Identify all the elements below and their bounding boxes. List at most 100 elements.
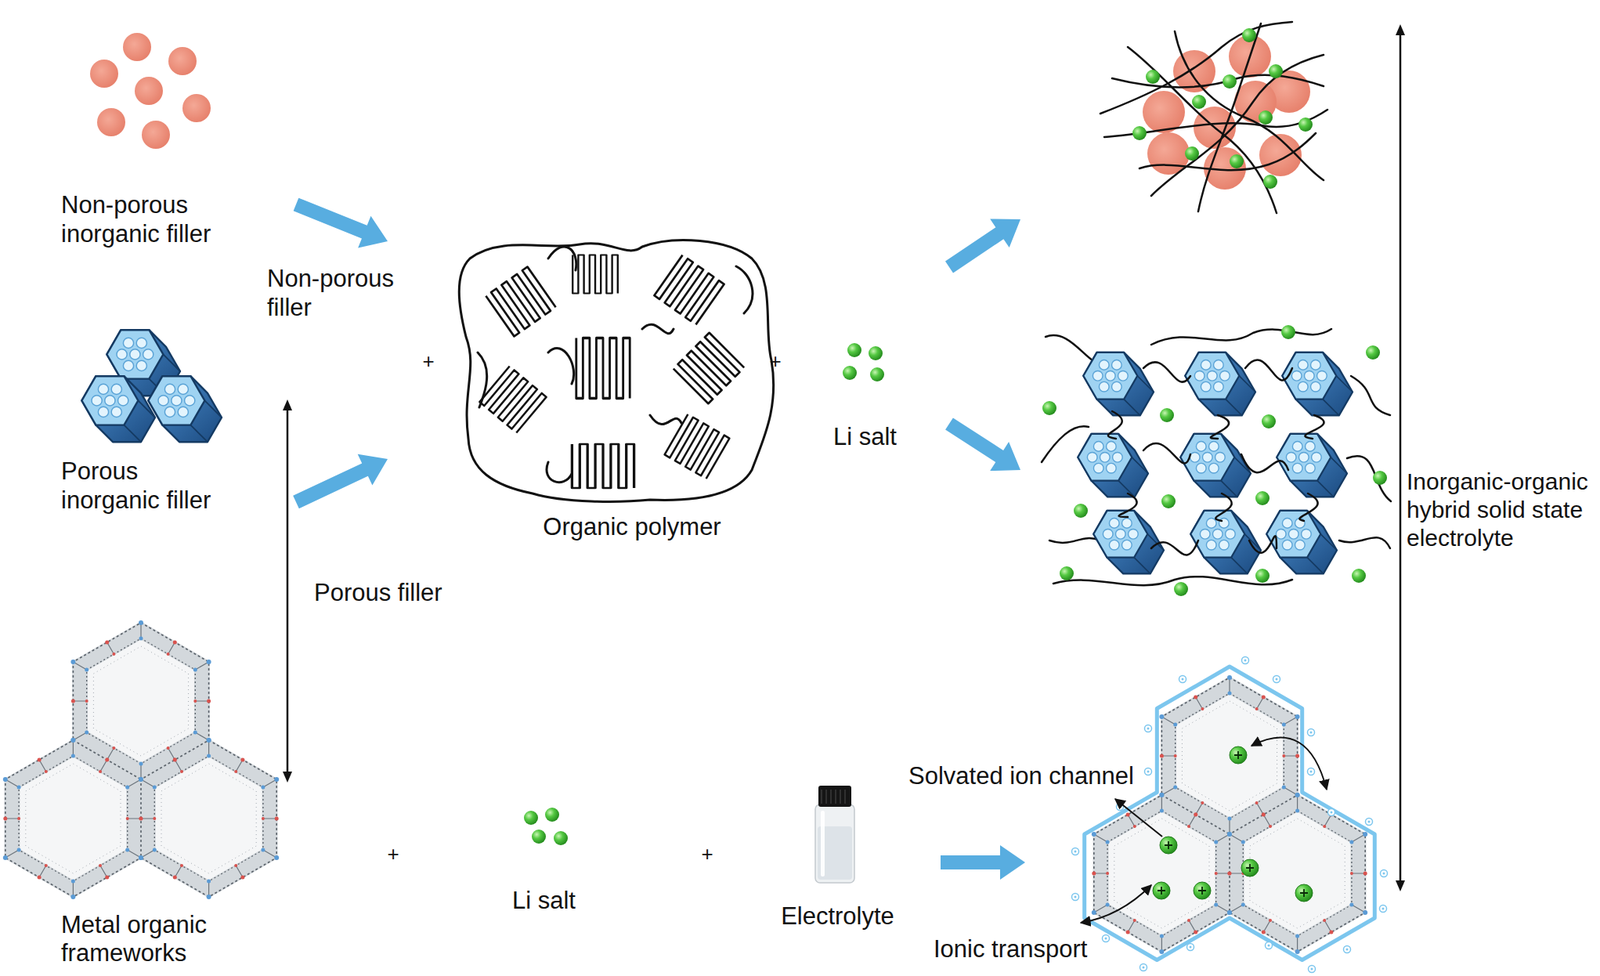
mof-composite-part-part-part [1244,659,1247,662]
nonporous-composite-part-part [1151,54,1324,196]
mof-composite-part-part-part [1181,678,1185,681]
nonporous-composite-part [1132,126,1147,141]
porous-composite-part-part [1151,328,1332,345]
mof-composite-part-part-part [1072,848,1080,856]
porous-composite-part [1180,433,1251,498]
polymer-illustration-part [664,414,730,479]
nonporous-composite-part-part [1139,133,1316,170]
li-salt-dots-part [531,829,546,844]
mof-composite-part-part-part [1267,944,1271,947]
mof-composite-part-part-part [1368,820,1371,824]
nonporous-particles-part [97,108,126,137]
porous-composite-part [1372,470,1387,485]
porous-composite-part-part [1215,493,1232,521]
node-caption: Organic polymer [479,512,785,542]
group-bracket-part [286,407,289,776]
porous-composite-part [1255,568,1270,583]
nonporous-composite-part [1258,110,1273,125]
nonporous-particles-part [90,59,119,88]
mof-composite-part-part-part [1365,818,1373,826]
polymer-illustration [458,240,773,503]
nonporous-particles-part [141,120,170,149]
node-caption: Li salt [494,885,593,915]
porous-composite-part-part [1347,455,1391,502]
mof-composite-part-part-part [1142,966,1145,969]
plus-sign: + [695,841,719,867]
porous-composite-part [1041,328,1391,586]
nonporous-composite-part [1298,117,1313,132]
plus-sign: + [763,349,788,374]
li-salt-dots-part [870,367,885,382]
nonporous-composite-part [1222,74,1237,89]
mof-composite-part-part-part [1343,946,1351,954]
mof-composite-part-part [1084,666,1376,961]
illustration-node: Li salt [814,332,916,452]
mof-composite-part [1072,657,1388,973]
nonporous-composite-part-part [1100,21,1293,114]
group-bracket [282,24,1405,892]
nonporous-composite [1100,21,1328,214]
node-caption: Li salt [816,422,914,452]
mof-composite-part-part-part [1147,770,1150,773]
li-salt-dots-part [842,365,857,380]
polymer-illustration-part [572,255,618,294]
mof-structure-part [3,620,279,900]
mof-composite-part [1193,881,1211,900]
porous-composite-part [1159,408,1174,423]
porous-composite-part [1255,491,1270,506]
mof-structure [3,620,279,900]
flow-arrow [293,198,388,249]
porous-composite-part [1059,566,1074,581]
mof-composite-part-part-part [1380,870,1388,878]
mof-composite-part-part-part [1382,907,1385,911]
electrolyte-vial [815,785,855,883]
nonporous-composite-part [1268,64,1283,79]
nonporous-particles-part [182,93,211,123]
process-arrow-part [940,845,1026,880]
electrolyte-vial-part [820,810,825,877]
node-caption: Metal organic frameworks [61,910,218,967]
porous-composite-part [1073,503,1088,518]
mof-composite-part-part-part [1102,935,1110,943]
mof-composite-part [1251,736,1327,790]
mof-composite-part-part-part [1147,727,1150,730]
porous-prisms-part [81,375,156,442]
porous-composite-part-part [1049,538,1101,543]
nonporous-particles-part [122,32,152,62]
nonporous-particles-part [168,46,197,76]
illustration-node: Non-porous inorganic filler [61,31,297,249]
porous-composite-part [1108,359,1325,555]
porous-composite-part-part [1118,493,1137,517]
porous-composite-part-part [1151,540,1199,556]
porous-composite-part-part [1241,454,1289,473]
mof-composite-part-part-part [1307,768,1315,776]
nonporous-composite-part-part [1127,46,1277,214]
electrolyte-vial-part [818,785,852,807]
porous-composite-part-part [1350,375,1391,416]
nonporous-particles [90,32,211,149]
nonporous-composite-part-part [1174,31,1324,181]
porous-composite-part-part [1249,535,1277,553]
li-salt-dots-part [523,810,539,825]
mof-composite-part-part-part [1189,946,1192,949]
group-bracket-part [282,771,293,783]
porous-composite-part-part [1304,415,1324,439]
porous-composite-part [1077,433,1149,498]
porous-composite-part [1276,433,1348,498]
plus-sign: + [416,349,441,374]
nonporous-composite-part-part [1112,75,1324,88]
mof-composite-part-part-part [1179,675,1187,683]
mof-composite-part-part-part [1119,805,1122,809]
mof-composite-part-part-part [1242,657,1250,665]
mof-composite-part [1080,884,1152,923]
mof-composite-part [1091,675,1368,954]
polymer-illustration-part [571,444,634,488]
plus-sign: + [381,841,405,867]
porous-composite-part-part [1108,411,1123,439]
polymer-illustration-part [458,240,773,503]
mof-composite-part-part [1074,659,1386,971]
mof-composite-part-part-part [1346,948,1349,951]
process-arrow-part [945,219,1021,274]
mof-composite-part-part-part [1074,850,1077,853]
